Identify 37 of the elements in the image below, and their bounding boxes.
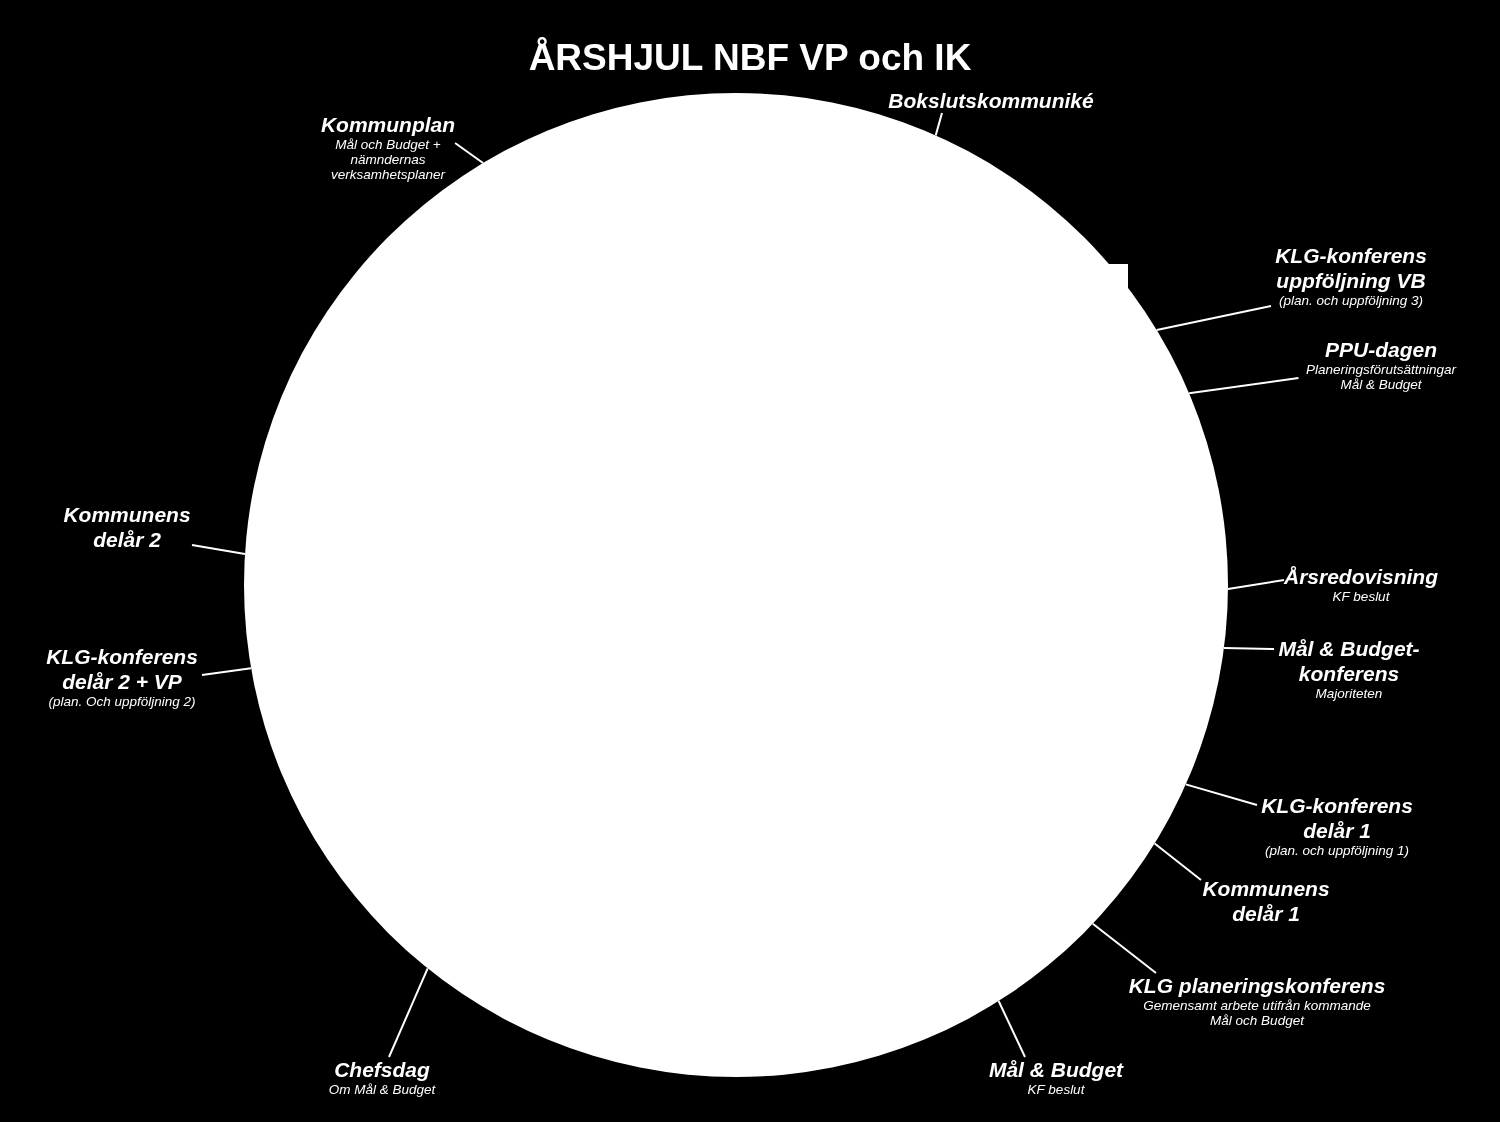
event-title: KLG-konferens delår 2 + VP <box>45 644 199 694</box>
event-note: Planeringsförutsättningar Mål & Budget <box>1304 362 1458 392</box>
leader-line <box>1222 647 1275 650</box>
event-title: KLG-konferens delår 1 <box>1260 793 1414 843</box>
event-title: Mål & Budget- konferens <box>1277 636 1421 686</box>
event-note: Gemensamt arbete utifrån kommande Mål och Budget <box>1142 998 1372 1028</box>
leader-line <box>388 967 429 1058</box>
event-note: KF beslut <box>1332 589 1390 604</box>
event-title: Kommunplan <box>320 112 456 137</box>
leader-line <box>191 544 246 555</box>
event-note: (plan. och uppföljning 3) <box>1278 293 1424 308</box>
leader-line <box>1153 842 1202 881</box>
event-title: Chefsdag <box>334 1057 430 1082</box>
event-note: (plan. och uppföljning 1) <box>1264 843 1410 858</box>
event-title: Kommunens delår 1 <box>1201 876 1331 926</box>
leader-line <box>454 142 484 165</box>
diagram-title: ÅRSHJUL NBF VP och IK <box>528 37 972 79</box>
event-note: (plan. Och uppföljning 2) <box>48 694 196 709</box>
event-title: Mål & Budget <box>988 1057 1124 1082</box>
event-title: KLG-konferens uppföljning VB <box>1274 243 1428 293</box>
event-note: Om Mål & Budget <box>328 1082 436 1097</box>
event-note: Mål och Budget + nämndernas verksamhetsplaner <box>329 137 447 182</box>
leader-line <box>1091 922 1157 974</box>
leader-line <box>997 1000 1026 1058</box>
event-title: PPU-dagen <box>1325 337 1437 362</box>
event-note: KF beslut <box>1027 1082 1085 1097</box>
event-title: KLG planeringskonferens <box>1128 973 1386 998</box>
leader-line <box>1227 579 1285 590</box>
event-title: Kommunens delår 2 <box>62 502 192 552</box>
leader-line <box>934 112 943 137</box>
event-title: Bokslutskommuniké <box>888 88 1094 113</box>
leader-line <box>201 667 253 676</box>
leader-line <box>1184 783 1258 806</box>
leader-line <box>1188 377 1300 395</box>
event-title: Årsredovisning <box>1284 564 1438 589</box>
event-note: Majoriteten <box>1315 686 1383 701</box>
leader-line <box>1155 305 1272 331</box>
